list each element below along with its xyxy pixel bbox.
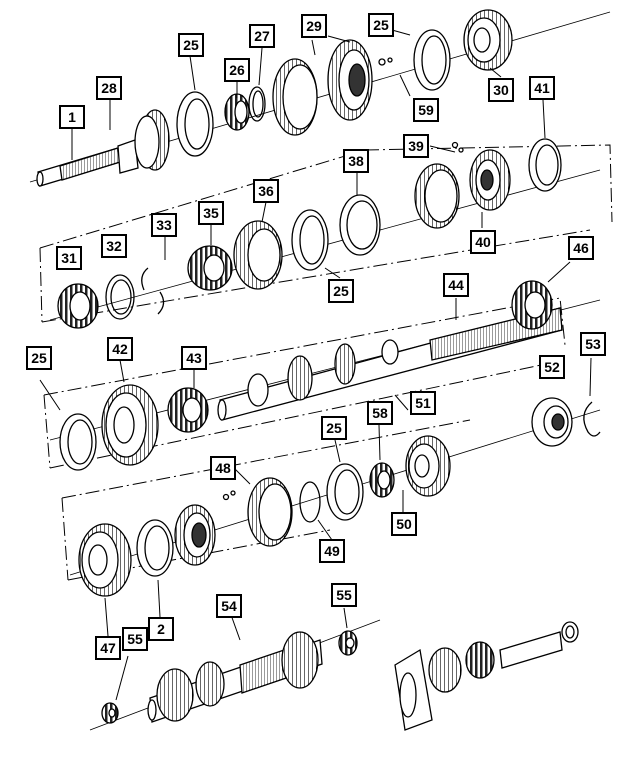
gear-30 — [463, 9, 513, 71]
callout-31: 31 — [56, 246, 82, 270]
callout-51: 51 — [410, 391, 436, 415]
ring-41 — [528, 138, 562, 192]
hub-48 — [174, 490, 236, 566]
snap-ring-27 — [248, 86, 266, 122]
reverse-idler-assembly — [394, 621, 579, 731]
snap-ring-53 — [583, 401, 601, 437]
callout-58: 58 — [367, 401, 393, 425]
input-shaft — [36, 109, 170, 187]
callout-41: 41 — [529, 76, 555, 100]
panel-outlines — [39, 144, 613, 581]
callout-43: 43 — [181, 346, 207, 370]
snap-ring-49 — [299, 481, 321, 523]
ring-32 — [105, 274, 135, 320]
callout-38: 38 — [343, 149, 369, 173]
callout-26: 26 — [224, 58, 250, 82]
callout-53: 53 — [580, 332, 606, 356]
clip-33 — [141, 267, 165, 315]
bearing-55b — [338, 630, 358, 656]
bearing-52 — [531, 397, 573, 447]
callout-47: 47 — [95, 636, 121, 660]
bearing-46 — [511, 280, 553, 330]
callout-1: 1 — [59, 105, 85, 129]
synchro-ring-25c — [291, 209, 329, 271]
bearing-31 — [57, 283, 99, 329]
callout-25: 25 — [321, 416, 347, 440]
sleeve-48b — [247, 477, 293, 547]
callout-36: 36 — [253, 179, 279, 203]
callout-44: 44 — [443, 273, 469, 297]
callout-46: 46 — [568, 236, 594, 260]
bearing-55a — [101, 702, 119, 724]
callout-29: 29 — [301, 14, 327, 38]
gear-47 — [78, 523, 132, 597]
sleeve-29 — [272, 39, 393, 136]
callout-35: 35 — [198, 201, 224, 225]
axis-lines — [29, 11, 611, 731]
gear-36 — [233, 220, 283, 290]
synchro-ring-25b — [413, 29, 451, 91]
callout-32: 32 — [101, 234, 127, 258]
synchro-ring-25a — [176, 91, 214, 157]
synchro-ring-25e — [326, 463, 364, 521]
callout-54: 54 — [216, 594, 242, 618]
callout-48: 48 — [210, 456, 236, 480]
callout-25: 25 — [178, 33, 204, 57]
gear-50 — [405, 435, 451, 497]
synchro-ring-25d — [59, 413, 97, 471]
callout-25: 25 — [328, 279, 354, 303]
callout-27: 27 — [249, 24, 275, 48]
sleeve-40 — [414, 141, 511, 229]
callout-25: 25 — [368, 13, 394, 37]
bearing-26 — [224, 93, 250, 131]
callout-59: 59 — [413, 98, 439, 122]
callout-55: 55 — [122, 627, 148, 651]
callout-28: 28 — [96, 76, 122, 100]
callout-2: 2 — [148, 617, 174, 641]
callout-39: 39 — [403, 134, 429, 158]
bearing-58 — [369, 462, 395, 498]
callout-40: 40 — [470, 230, 496, 254]
bearing-43 — [167, 387, 209, 433]
callout-49: 49 — [319, 539, 345, 563]
callout-25: 25 — [26, 346, 52, 370]
countershaft-54 — [147, 631, 323, 723]
callout-55: 55 — [331, 583, 357, 607]
gear-42 — [101, 384, 159, 466]
bearing-35 — [187, 245, 233, 291]
callout-30: 30 — [488, 78, 514, 102]
leader-lines — [39, 29, 592, 701]
callout-33: 33 — [151, 213, 177, 237]
callout-50: 50 — [391, 512, 417, 536]
ring-2 — [136, 519, 174, 577]
ring-38 — [339, 194, 381, 256]
callout-42: 42 — [107, 337, 133, 361]
callout-52: 52 — [539, 355, 565, 379]
